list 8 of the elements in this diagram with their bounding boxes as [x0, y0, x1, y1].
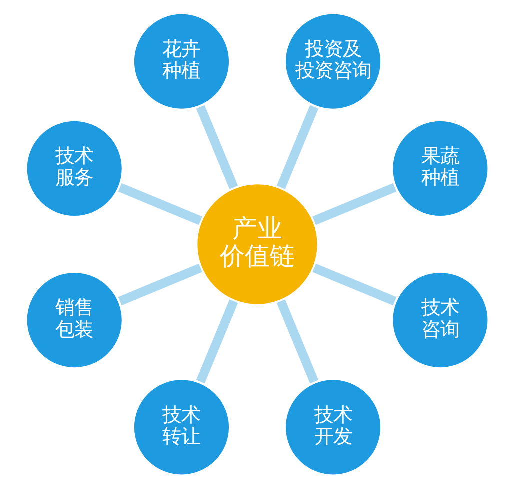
- connector: [118, 264, 202, 306]
- connector: [276, 105, 319, 190]
- connector: [196, 105, 238, 190]
- connector: [312, 183, 397, 226]
- connector: [118, 183, 202, 226]
- connector: [196, 300, 238, 384]
- connector: [276, 300, 319, 384]
- connector: [312, 264, 397, 306]
